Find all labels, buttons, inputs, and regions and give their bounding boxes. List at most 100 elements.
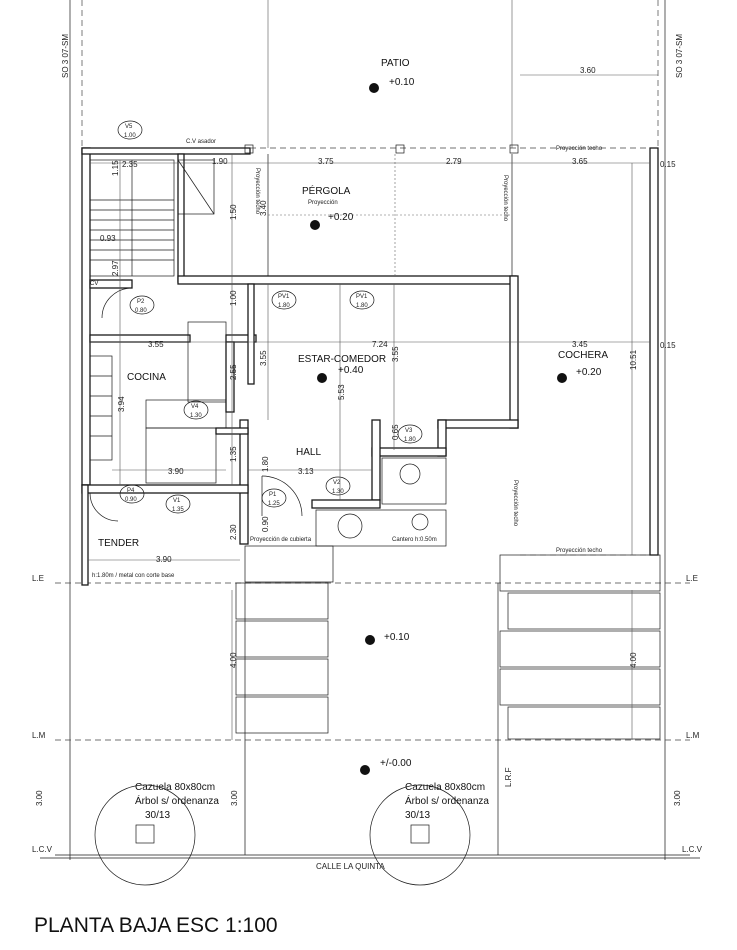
dim-390-kitchen: 3.90 [168,467,184,476]
tag-p4-value: 0.90 [125,497,137,503]
tag-v5-value: 1.00 [124,133,136,139]
dim-115: 1.15 [111,160,120,176]
level-label-estar: +0.40 [338,365,364,376]
tag-v5-id: V5 [125,124,133,130]
tag-texts: V5 1.00 P2 0.80 PV1 1.80 PV1 1.80 V4 1.3… [124,124,416,513]
dim-340: 3.40 [259,200,268,216]
dim-297: 2.97 [111,260,120,276]
tag-v4-value: 1.30 [190,413,202,419]
kitchen-furniture [89,321,227,484]
dim-394: 3.94 [117,396,126,412]
note-proyeccion-techo-right: Proyección techo [512,480,518,527]
line-label-lcv-right: L.C.V [682,845,703,854]
tree-right-ord: 30/13 [405,810,430,821]
note-cv: CV [90,281,98,287]
level-markers [310,83,567,775]
tag-v1-id: V1 [173,498,181,504]
level-marker-cochera [557,373,567,383]
level-marker-patio [369,83,379,93]
tag-v3-id: V3 [405,428,413,434]
note-proyeccion-techo-bottom: Proyección techo [556,548,603,554]
dim-553: 5.53 [337,384,346,400]
dim-355-right: 3.55 [391,346,400,362]
room-label-hall: HALL [296,447,321,458]
dim-400-right: 4.00 [629,652,638,668]
line-label-le-left: L.E [32,574,44,583]
pergola-subtitle: Proyección [308,200,338,206]
tag-p1-id: P1 [269,492,277,498]
note-proyeccion-cubierta: Proyección de cubierta [250,537,312,543]
site-lines [40,0,700,860]
dim-345: 3.45 [572,340,588,349]
level-label-street: +/-0.00 [380,758,412,769]
tag-pv1a-value: 1.80 [278,303,290,309]
line-labels: L.E L.E L.M L.M L.C.V L.C.V L.R.F SO 3 0… [32,34,703,871]
front-paving [235,545,661,740]
line-label-lcv-left: L.C.V [32,845,53,854]
dim-255: 2.55 [229,364,238,380]
tag-p4-id: P4 [127,488,135,494]
tree-circles [94,784,471,886]
dim-090: 0.90 [261,516,270,532]
tree-right-arbol: Árbol s/ ordenanza [405,794,489,807]
dim-1051: 10.51 [629,349,638,370]
tag-v2-id: V2 [333,480,341,486]
tree-left-cazuela: Cazuela 80x80cm [135,782,215,793]
dim-150: 1.50 [229,204,238,220]
tree-left-arbol: Árbol s/ ordenanza [135,794,219,807]
side-label-left: SO 3 07-SM [61,34,70,78]
tag-p2-id: P2 [137,299,145,305]
room-label-cocina: COCINA [127,372,166,383]
plan-title: PLANTA BAJA ESC 1:100 [34,914,278,937]
level-label-front: +0.10 [384,632,410,643]
dim-135: 1.35 [229,446,238,462]
dim-230: 2.30 [229,524,238,540]
dim-015-mid: 0.15 [660,341,676,350]
dim-355-kitchen: 3.55 [148,340,164,349]
note-proyeccion-techo-mid: Proyección techo [502,175,508,222]
tree-right-cazuela: Cazuela 80x80cm [405,782,485,793]
room-label-estar: ESTAR-COMEDOR [298,354,386,365]
level-marker-pergola [310,220,320,230]
line-label-le-right: L.E [686,574,698,583]
tag-bubbles [117,120,423,514]
dim-190: 1.90 [212,157,228,166]
dim-313: 3.13 [298,467,314,476]
level-marker-street [360,765,370,775]
tag-pv1a-id: PV1 [278,294,290,300]
dim-065: 0.65 [391,424,400,440]
note-cantero: Cantero h:0.50m [392,537,437,543]
tag-v4-id: V4 [191,404,199,410]
room-label-tender: TENDER [98,538,139,549]
note-proyeccion-techo-left: Proyección techo [254,168,260,215]
line-label-lm-right: L.M [686,731,700,740]
walls [81,147,659,586]
level-label-cochera: +0.20 [576,367,602,378]
dim-400-left: 4.00 [229,652,238,668]
dim-360: 3.60 [580,66,596,75]
hall-elements [89,287,447,547]
level-label-patio: +0.10 [389,77,415,88]
dim-355-left: 3.55 [259,350,268,366]
room-label-cochera: COCHERA [558,350,608,361]
tag-v3-value: 1.80 [404,437,416,443]
line-label-lrf: L.R.F [504,767,513,787]
tag-p1-value: 1.25 [268,501,280,507]
tag-pv1b-value: 1.80 [356,303,368,309]
dim-390-tender: 3.90 [156,555,172,564]
dim-300-right: 3.00 [673,790,682,806]
tag-p2-value: 0.80 [135,308,147,314]
room-label-patio: PATIO [381,58,410,69]
dim-724: 7.24 [372,340,388,349]
stairs [89,159,215,277]
level-label-pergola: +0.20 [328,212,354,223]
dim-100: 1.00 [229,290,238,306]
dim-093: 0.93 [100,234,116,243]
note-proyeccion-techo-top: Proyección techo [556,146,603,152]
side-label-right: SO 3 07-SM [675,34,684,78]
dim-365: 3.65 [572,157,588,166]
dimension-texts: 3.60 2.35 1.90 3.75 2.79 3.65 0.15 0.15 … [35,66,682,806]
dim-235: 2.35 [122,160,138,169]
room-labels: PATIO +0.10 PÉRGOLA Proyección +0.20 EST… [98,58,608,769]
